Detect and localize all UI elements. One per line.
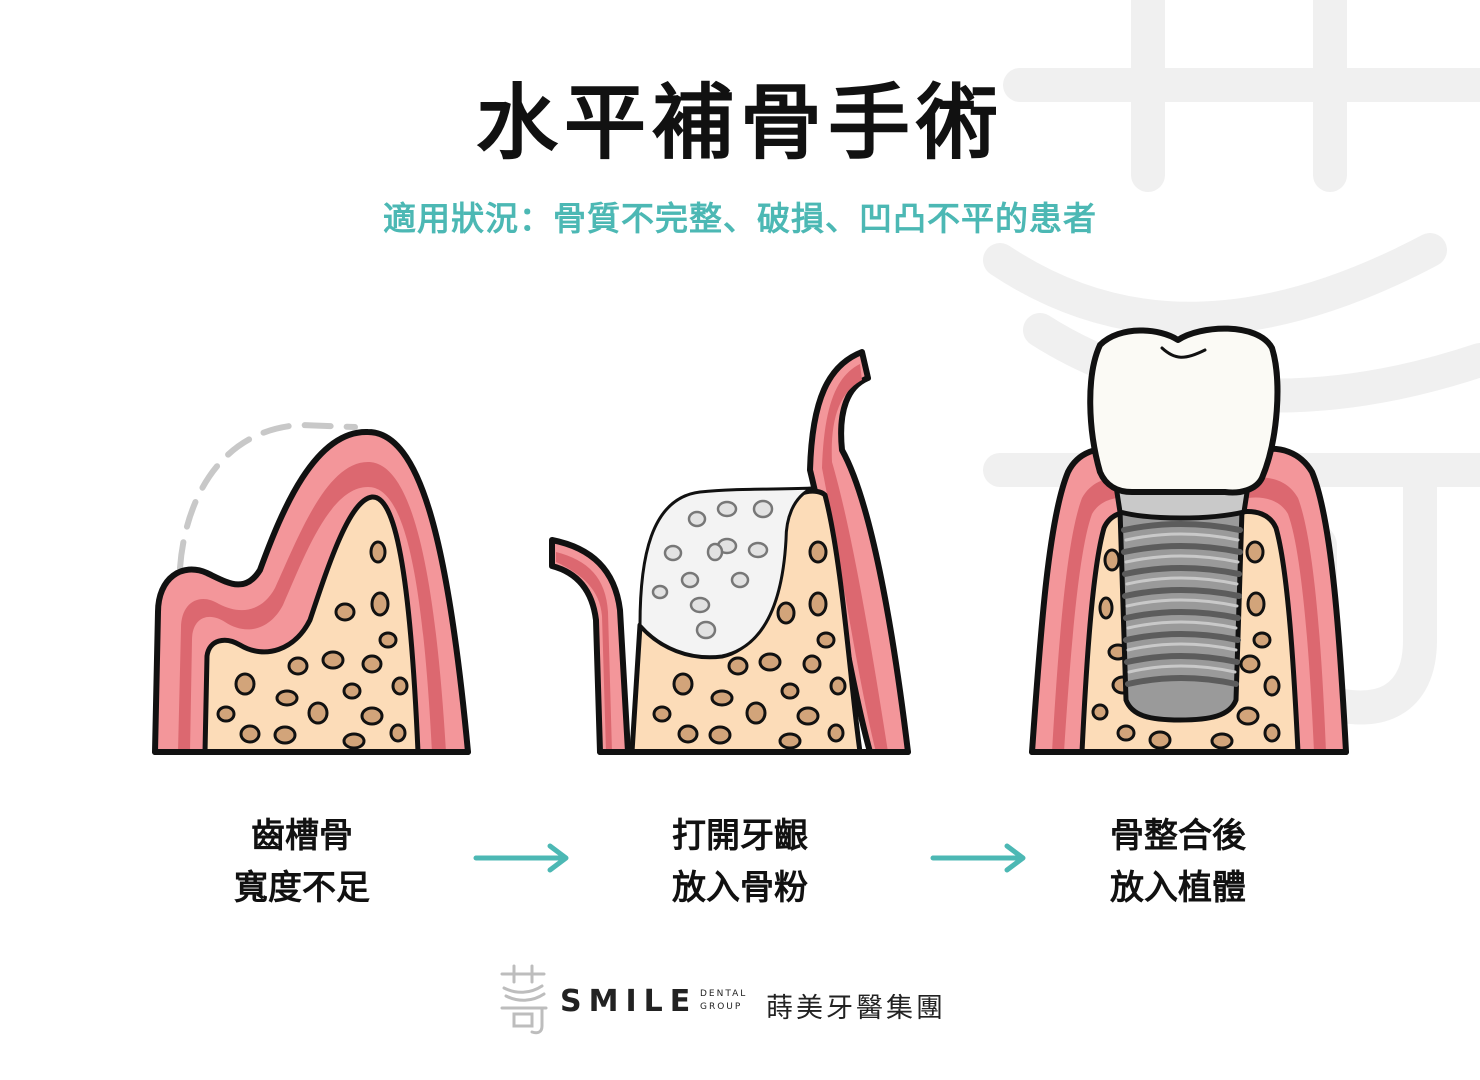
brand-name-chinese: 蒔美牙醫集團 <box>766 993 946 1024</box>
dental-crown <box>1087 325 1281 496</box>
alveolar-bone <box>202 494 421 755</box>
stage-1-illustration <box>152 421 471 755</box>
brand-name: SMILE <box>560 984 698 1019</box>
step-2-caption: 打開牙齦 放入骨粉 <box>580 810 900 914</box>
stage-3-illustration <box>1029 325 1349 755</box>
page-subtitle: 適用狀況：骨質不完整、破損、凹凸不平的患者 <box>383 199 1097 238</box>
step-2-line-2: 放入骨粉 <box>672 868 808 908</box>
stage-2-illustration <box>549 349 911 755</box>
arrow-right-icon <box>473 843 569 873</box>
step-3-line-2: 放入植體 <box>1110 868 1246 908</box>
brand-sub-group: GROUP <box>700 1002 743 1012</box>
bone-graft-powder <box>638 486 813 659</box>
step-2-line-1: 打開牙齦 <box>672 816 808 856</box>
step-3-caption: 骨整合後 放入植體 <box>1018 810 1338 914</box>
step-1-caption: 齒槽骨 寬度不足 <box>142 810 462 914</box>
brand-logo-icon <box>500 964 548 1035</box>
step-1-line-1: 齒槽骨 <box>251 816 353 856</box>
footer-brand: SMILE DENTAL GROUP 蒔美牙醫集團 <box>0 964 1480 1044</box>
original-bone-outline <box>177 421 358 571</box>
arrow-right-icon <box>930 843 1026 873</box>
step-3-line-1: 骨整合後 <box>1110 816 1246 856</box>
step-1-line-2: 寬度不足 <box>234 868 370 908</box>
brand-sub-dental: DENTAL <box>700 989 748 999</box>
page-title: 水平補骨手術 <box>475 76 1004 171</box>
